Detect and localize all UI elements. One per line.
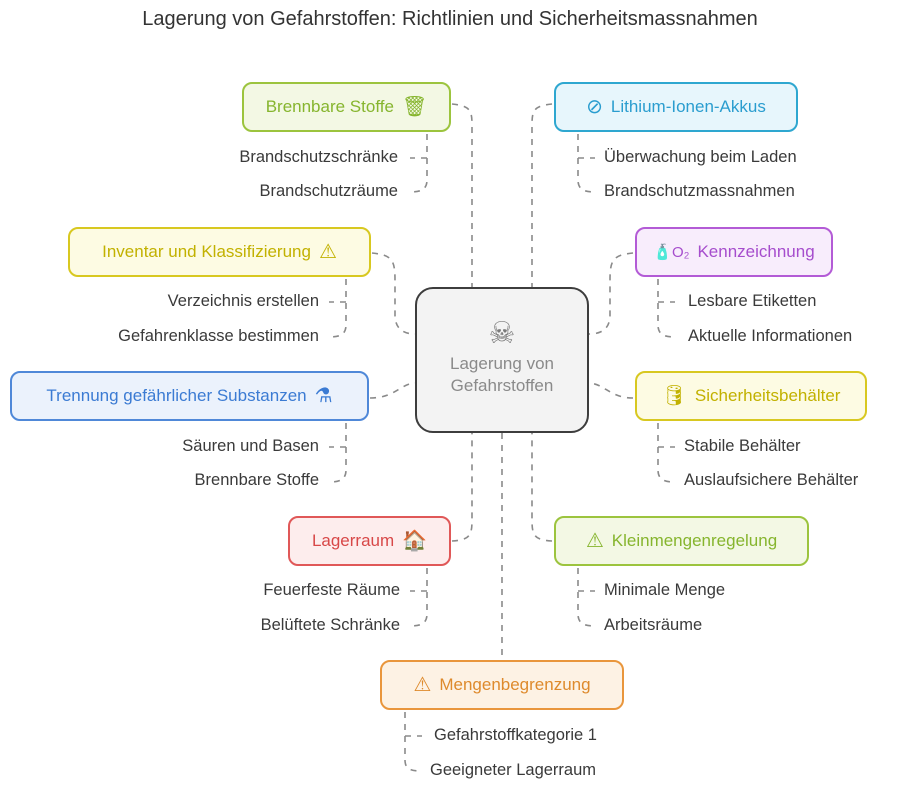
diagram-title: Lagerung von Gefahrstoffen: Richtlinien … (142, 8, 758, 30)
branch-mengenbegrenzung[interactable]: ⚠ Mengenbegrenzung (380, 660, 624, 710)
branch-label: Mengenbegrenzung (439, 675, 591, 694)
sub-item: Auslaufsichere Behälter (684, 471, 859, 489)
branch-label: Lagerraum (311, 531, 395, 550)
hazard-barrel-skull-icon: ☠ (488, 317, 516, 350)
sub-item: Gefahrenklasse bestimmen (118, 327, 319, 345)
branch-lithium-ionen-akkus[interactable]: ⊘ Lithium-Ionen-Akkus (554, 82, 798, 132)
storage-truck-icon: 🏠 (402, 530, 428, 552)
branch-sicherheitsbehaelter[interactable]: 🛢 Sicherheitsbehälter (635, 371, 867, 421)
branch-kennzeichnung[interactable]: 🧴O₂ Kennzeichnung (635, 227, 833, 277)
sub-item: Verzeichnis erstellen (167, 292, 319, 310)
branch-label: Inventar und Klassifizierung (102, 242, 311, 261)
sub-item: Brandschutzmassnahmen (604, 182, 795, 200)
sub-item: Feuerfeste Räume (263, 581, 400, 599)
branch-label: Sicherheitsbehälter (694, 386, 841, 405)
central-topic-line2: Gefahrstoffen (450, 376, 554, 395)
sub-item: Geeigneter Lagerraum (430, 761, 597, 779)
separated-substances-icon: ⚗ (314, 385, 333, 407)
sub-item: Stabile Behälter (684, 437, 801, 455)
sub-item: Brandschutzräume (259, 182, 399, 200)
branch-brennbare-stoffe[interactable]: Brennbare Stoffe 🗑 (242, 82, 451, 132)
branch-lagerraum[interactable]: Lagerraum 🏠 (288, 516, 451, 566)
sub-item: Minimale Menge (604, 581, 726, 599)
branch-label: Lithium-Ionen-Akkus (610, 97, 766, 116)
branch-label: Brennbare Stoffe (265, 97, 394, 116)
sub-item: Brennbare Stoffe (194, 471, 319, 489)
sub-item: Aktuelle Informationen (688, 327, 853, 345)
warning-inventory-icon: ⚠ (318, 241, 337, 263)
sub-item: Gefahrstoffkategorie 1 (434, 726, 597, 744)
warning-limit-icon: ⚠ (413, 674, 432, 696)
sub-item: Brandschutzschränke (239, 148, 398, 166)
branch-label: Kennzeichnung (697, 242, 815, 261)
o2-bottle-icon: 🧴O₂ (653, 243, 690, 261)
container-hand-icon: 🛢 (661, 385, 687, 407)
central-topic-line1: Lagerung von (450, 354, 554, 373)
flammable-container-icon: 🗑 (401, 96, 428, 118)
no-battery-icon: ⊘ (586, 96, 603, 118)
branch-trennung-substanzen[interactable]: Trennung gefährlicher Substanzen ⚗ (10, 371, 369, 421)
branch-label: Kleinmengenregelung (611, 531, 778, 550)
central-topic-node[interactable]: ☠ Lagerung von Gefahrstoffen (415, 287, 589, 433)
branch-label: Trennung gefährlicher Substanzen (46, 386, 307, 405)
sub-item: Überwachung beim Laden (604, 148, 797, 166)
sub-item: Belüftete Schränke (260, 616, 400, 634)
branch-kleinmengenregelung[interactable]: ⚠ Kleinmengenregelung (554, 516, 809, 566)
branch-inventar-klassifizierung[interactable]: Inventar und Klassifizierung ⚠ (68, 227, 371, 277)
sub-item: Arbeitsräume (604, 616, 703, 634)
sub-item: Lesbare Etiketten (688, 292, 817, 310)
warning-crate-icon: ⚠ (585, 530, 604, 552)
sub-item: Säuren und Basen (182, 437, 319, 455)
